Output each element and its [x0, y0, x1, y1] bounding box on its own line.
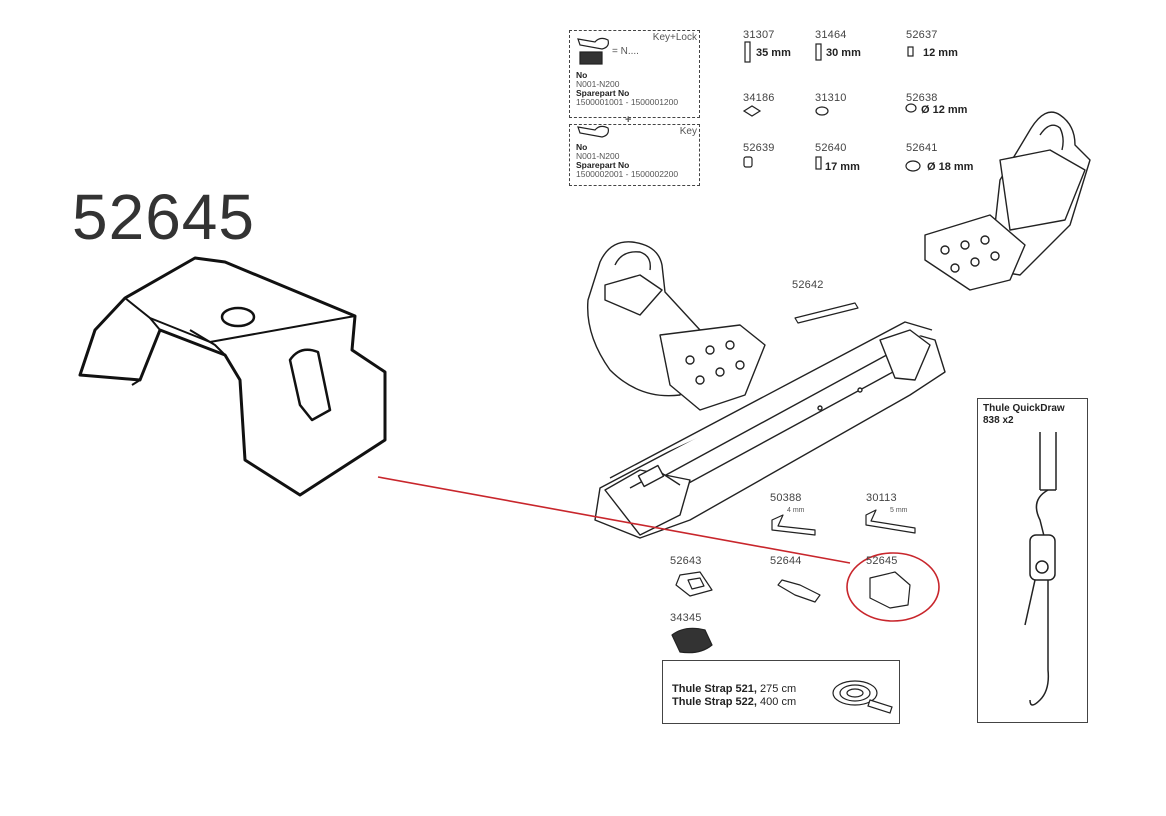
- part-number-52642: 52642: [792, 279, 824, 291]
- part-size-52638: Ø 12 mm: [921, 104, 968, 116]
- highlight-circle: [846, 552, 940, 622]
- key-lock-box: Key+Lock = N.... No N001-N200 Sparepart …: [569, 30, 700, 118]
- part-52645-small-drawing: [869, 571, 911, 609]
- part-52643-drawing: [675, 571, 713, 597]
- strap-521-label: Thule Strap 521,: [672, 683, 757, 695]
- key-icon: [577, 37, 609, 50]
- key-sparepart-label: Sparepart No: [576, 160, 630, 170]
- part-number-50388: 50388: [770, 492, 802, 504]
- part-size-52641: Ø 18 mm: [927, 161, 974, 173]
- quickdraw-title: Thule QuickDraw: [983, 403, 1065, 414]
- washer-12-icon: [905, 103, 917, 113]
- part-size-52637: 12 mm: [923, 47, 958, 59]
- key-no-label: No: [576, 142, 588, 152]
- bolt-30-icon: [815, 43, 822, 61]
- key-label: Key: [679, 126, 697, 137]
- strap-521-length: 275 cm: [756, 683, 797, 695]
- bolt-35-icon: [744, 41, 751, 63]
- part-number-30113: 30113: [866, 492, 897, 504]
- plus-sign: +: [625, 114, 632, 126]
- part-number-34186: 34186: [743, 92, 775, 104]
- key-box: Key No N001-N200 Sparepart No 1500002001…: [569, 124, 700, 186]
- part-34345-drawing: [671, 627, 713, 654]
- part-size-30113: 5 mm: [890, 507, 908, 514]
- part-number-31464: 31464: [815, 29, 847, 41]
- main-part-drawing: [78, 256, 387, 497]
- part-number-52638: 52638: [906, 92, 938, 104]
- sparepart-range: 1500001001 - 1500001200: [576, 97, 679, 107]
- part-size-50388: 4 mm: [787, 507, 805, 514]
- part-number-34345: 34345: [670, 612, 702, 624]
- quickdraw-drawing: [1024, 432, 1057, 706]
- sparepart-label: Sparepart No: [576, 88, 630, 98]
- rack-body-drawing: [594, 321, 946, 539]
- bolt-17-icon: [815, 156, 822, 170]
- part-number-31310: 31310: [815, 92, 847, 104]
- key-sparepart-range: 1500002001 - 1500002200: [576, 169, 679, 179]
- main-part-number: 52645: [72, 181, 255, 253]
- strap-box: Thule Strap 521, 275 cm Thule Strap 522,…: [662, 660, 900, 724]
- part-number-52641: 52641: [906, 142, 938, 154]
- square-nut-icon: [742, 105, 762, 117]
- quickdraw-box: Thule QuickDraw 838 x2: [977, 398, 1088, 723]
- highlight-leader-line: [377, 476, 851, 564]
- key-number-label: = N....: [612, 46, 639, 57]
- part-number-52640: 52640: [815, 142, 847, 154]
- bolt-12-icon: [907, 46, 914, 57]
- key-no-range: N001-N200: [576, 151, 620, 161]
- right-arm-drawing: [924, 111, 1091, 291]
- part-52642-drawing: [794, 302, 859, 324]
- washer-31310-icon: [815, 106, 829, 116]
- strap-coil-icon: [832, 680, 893, 714]
- quickdraw-qty: 838 x2: [983, 415, 1014, 426]
- part-size-31307: 35 mm: [756, 47, 791, 59]
- part-number-31307: 31307: [743, 29, 775, 41]
- part-50388-drawing: [771, 514, 816, 536]
- key-lock-label: Key+Lock: [652, 32, 697, 43]
- strap-522-length: 400 cm: [756, 696, 797, 708]
- no-range: N001-N200: [576, 79, 620, 89]
- part-size-52640: 17 mm: [825, 161, 860, 173]
- strap-522-label: Thule Strap 522,: [672, 696, 757, 708]
- lock-cylinder-icon: [579, 51, 603, 65]
- spacer-52639-icon: [743, 156, 753, 168]
- part-52644-drawing: [777, 579, 821, 603]
- no-label: No: [576, 70, 588, 80]
- part-number-52644: 52644: [770, 555, 802, 567]
- part-number-52639: 52639: [743, 142, 775, 154]
- part-30113-drawing: [865, 509, 916, 534]
- part-number-52637: 52637: [906, 29, 938, 41]
- part-number-52645-small: 52645: [866, 555, 898, 567]
- left-arm-drawing: [586, 241, 766, 411]
- part-number-52643: 52643: [670, 555, 702, 567]
- part-size-31464: 30 mm: [826, 47, 861, 59]
- key-icon-2: [577, 125, 609, 138]
- washer-18-icon: [905, 160, 921, 172]
